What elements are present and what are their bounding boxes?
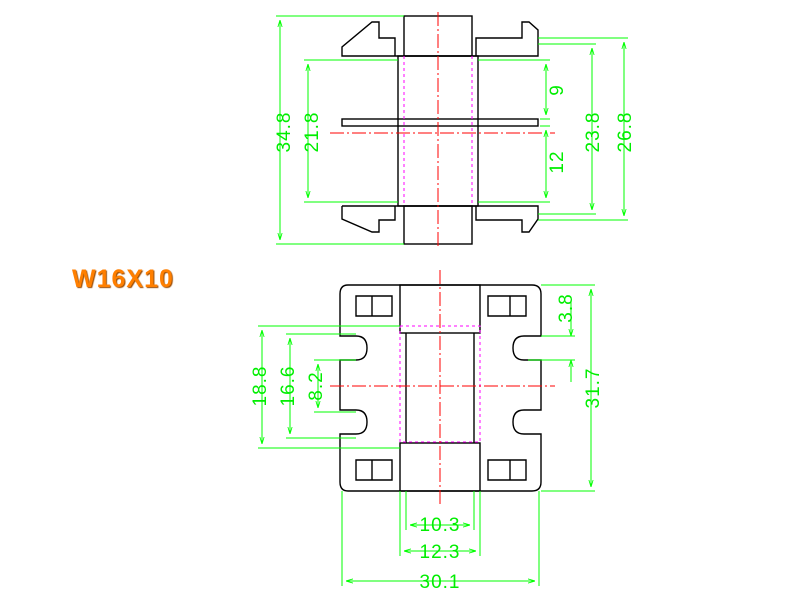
dim-flange-height: 26.8	[615, 112, 636, 153]
top-view-dimensions: 18.8 16.6 8.2 3.8 31.7 10.3 12.3	[250, 284, 604, 593]
dim-upper-gap: 9	[547, 84, 568, 96]
top-outer-outline	[339, 284, 542, 492]
model-label: W16X10	[72, 265, 174, 293]
side-mid-divider	[341, 118, 539, 127]
dim-core-outer-width: 12.3	[420, 542, 461, 563]
dim-overall-height: 34.8	[274, 112, 295, 153]
dim-top-overall-height: 31.7	[583, 368, 604, 409]
dim-mid-height: 23.8	[583, 112, 604, 153]
dim-left-outer: 18.8	[250, 366, 271, 407]
side-bottom-flange	[341, 205, 539, 233]
dim-slot-depth: 3.8	[556, 293, 577, 322]
dim-overall-width: 30.1	[420, 572, 461, 593]
top-pin-slots	[355, 295, 527, 481]
dim-lower-gap: 12	[547, 150, 568, 173]
top-view	[330, 270, 555, 505]
dim-left-inner: 8.2	[306, 371, 327, 400]
dim-inner-height: 21.8	[302, 112, 323, 153]
dim-core-width: 10.3	[420, 515, 461, 536]
side-top-flange	[341, 21, 539, 57]
dim-left-mid: 16.6	[278, 366, 299, 407]
side-view	[330, 12, 555, 248]
side-view-dimensions: 34.8 21.8 9 12 23.8 26.8	[274, 15, 636, 245]
